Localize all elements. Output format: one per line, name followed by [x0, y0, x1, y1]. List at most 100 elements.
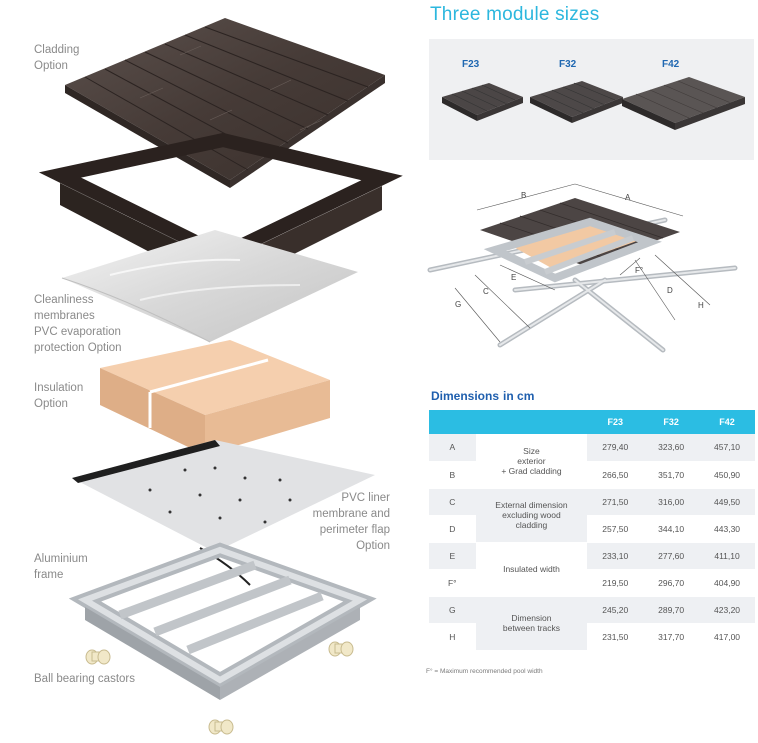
dimensions-unit: in cm — [503, 389, 535, 403]
header-f42: F42 — [699, 410, 755, 434]
header-blank-desc — [475, 410, 588, 434]
frame-label: Aluminium frame — [34, 551, 88, 583]
module-f23-tile — [442, 83, 523, 121]
liner-label: PVC liner membrane and perimeter flap Op… — [296, 490, 390, 554]
desc-line: excluding wood — [502, 510, 561, 520]
membranes-label-line3: PVC evaporation — [34, 326, 121, 338]
diagram-label-h: H — [698, 301, 704, 310]
membranes-label-line4: protection Option — [34, 342, 122, 354]
row-letter: C — [429, 488, 476, 516]
diagram-label-a: A — [625, 193, 631, 202]
cladding-label: Cladding Option — [34, 42, 79, 74]
dimensions-header-row: F23 F32 F42 — [429, 410, 755, 434]
desc-line: External dimension — [495, 500, 568, 510]
row-letter: A — [429, 434, 476, 462]
module-f32-tile — [530, 81, 623, 123]
module-f23-label: F23 — [462, 59, 480, 70]
desc-line: between tracks — [502, 623, 561, 633]
cell-value: 417,00 — [699, 623, 755, 651]
cell-value: 449,50 — [699, 488, 755, 516]
cladding-deck — [65, 18, 385, 188]
module-f32-label: F32 — [559, 59, 577, 70]
liner-label-line1: PVC liner — [341, 492, 390, 504]
membranes-label-line2: membranes — [34, 310, 95, 322]
diagram-label-e: E — [511, 273, 516, 282]
dimensions-title-text: Dimensions — [431, 389, 500, 403]
row-letter: F° — [429, 569, 476, 597]
diagram-label-f: F° — [635, 266, 643, 275]
diagram-label-d: D — [667, 286, 673, 295]
liner-label-line3: perimeter flap — [319, 524, 390, 536]
row-letter: E — [429, 542, 476, 570]
module-f42-label: F42 — [662, 59, 680, 70]
membranes-label-line1: Cleanliness — [34, 294, 94, 306]
table-row: F° 219,50 296,70 404,90 — [429, 569, 755, 597]
cell-value: 257,50 — [587, 515, 644, 543]
cell-value: 317,70 — [643, 623, 700, 651]
aluminium-frame — [68, 542, 377, 700]
desc-line: exterior — [517, 455, 546, 466]
modules-panel: F23 F32 F42 — [429, 39, 754, 160]
desc-line: Insulated width — [503, 564, 560, 574]
table-row: A Size exterior + Grad cladding 279,40 3… — [429, 434, 755, 489]
row-description: Size exterior + Grad cladding — [475, 434, 588, 489]
diagram-label-c: C — [483, 287, 489, 296]
cell-value: 457,10 — [699, 434, 755, 462]
module-f42-tile — [622, 77, 745, 130]
desc-line: Dimension — [511, 613, 552, 623]
castor-wheels — [85, 641, 354, 735]
liner-label-line4: Option — [356, 540, 390, 552]
desc-line: + Grad cladding — [501, 465, 562, 476]
cell-value: 231,50 — [587, 623, 644, 651]
insulation-label-line1: Insulation — [34, 382, 84, 394]
cleanliness-membrane — [61, 230, 358, 343]
cladding-label-line1: Cladding — [34, 44, 80, 56]
cell-value: 279,40 — [587, 434, 644, 462]
table-row: C External dimension excluding wood clad… — [429, 488, 755, 543]
insulation-label: Insulation Option — [34, 380, 83, 412]
cell-value: 443,30 — [699, 515, 755, 543]
row-letter: B — [429, 461, 476, 489]
diagram-label-b: B — [521, 191, 526, 200]
castors-label: Ball bearing castors — [34, 673, 135, 685]
header-blank-letter — [429, 410, 476, 434]
cell-value: 233,10 — [587, 542, 644, 570]
cell-value: 266,50 — [587, 461, 644, 489]
diagram-label-g: G — [455, 300, 461, 309]
insulation-block — [100, 340, 330, 455]
cell-value: 450,90 — [699, 461, 755, 489]
cladding-label-line2: Option — [34, 60, 68, 72]
desc-line: cladding — [515, 520, 548, 530]
exploded-view-illustration — [38, 18, 403, 735]
frame-label-line2: frame — [34, 569, 64, 581]
cell-value: 316,00 — [643, 488, 700, 516]
cell-value: 296,70 — [643, 569, 700, 597]
table-row: D 257,50 344,10 443,30 — [429, 515, 755, 543]
membranes-label: Cleanliness membranes PVC evaporation pr… — [34, 292, 122, 356]
cell-value: 277,60 — [643, 542, 700, 570]
row-description: External dimension excluding wood claddi… — [475, 488, 588, 543]
header-f32: F32 — [643, 410, 700, 434]
header-f23: F23 — [587, 410, 644, 434]
dimensions-footnote: F° = Maximum recommended pool width — [426, 668, 543, 675]
cell-value: 351,70 — [643, 461, 700, 489]
row-letter: D — [429, 515, 476, 543]
row-letter: G — [429, 596, 476, 624]
cell-value: 245,20 — [587, 596, 644, 624]
frame-label-line1: Aluminium — [34, 553, 88, 565]
cell-value: 423,20 — [699, 596, 755, 624]
row-description: Dimension between tracks — [475, 596, 588, 651]
cell-value: 271,50 — [587, 488, 644, 516]
liner-label-line2: membrane and — [312, 508, 390, 520]
insulation-label-line2: Option — [34, 398, 68, 410]
cell-value: 344,10 — [643, 515, 700, 543]
desc-line: Size — [523, 445, 540, 456]
cell-value: 323,60 — [643, 434, 700, 462]
table-row: E Insulated width 233,10 277,60 411,10 — [429, 542, 755, 597]
dimension-diagram: B A C E F° D G H — [427, 183, 738, 353]
row-description: Insulated width — [475, 542, 588, 597]
table-row: B 266,50 351,70 450,90 — [429, 461, 755, 489]
cell-value: 404,90 — [699, 569, 755, 597]
table-row: H 231,50 317,70 417,00 — [429, 623, 755, 651]
